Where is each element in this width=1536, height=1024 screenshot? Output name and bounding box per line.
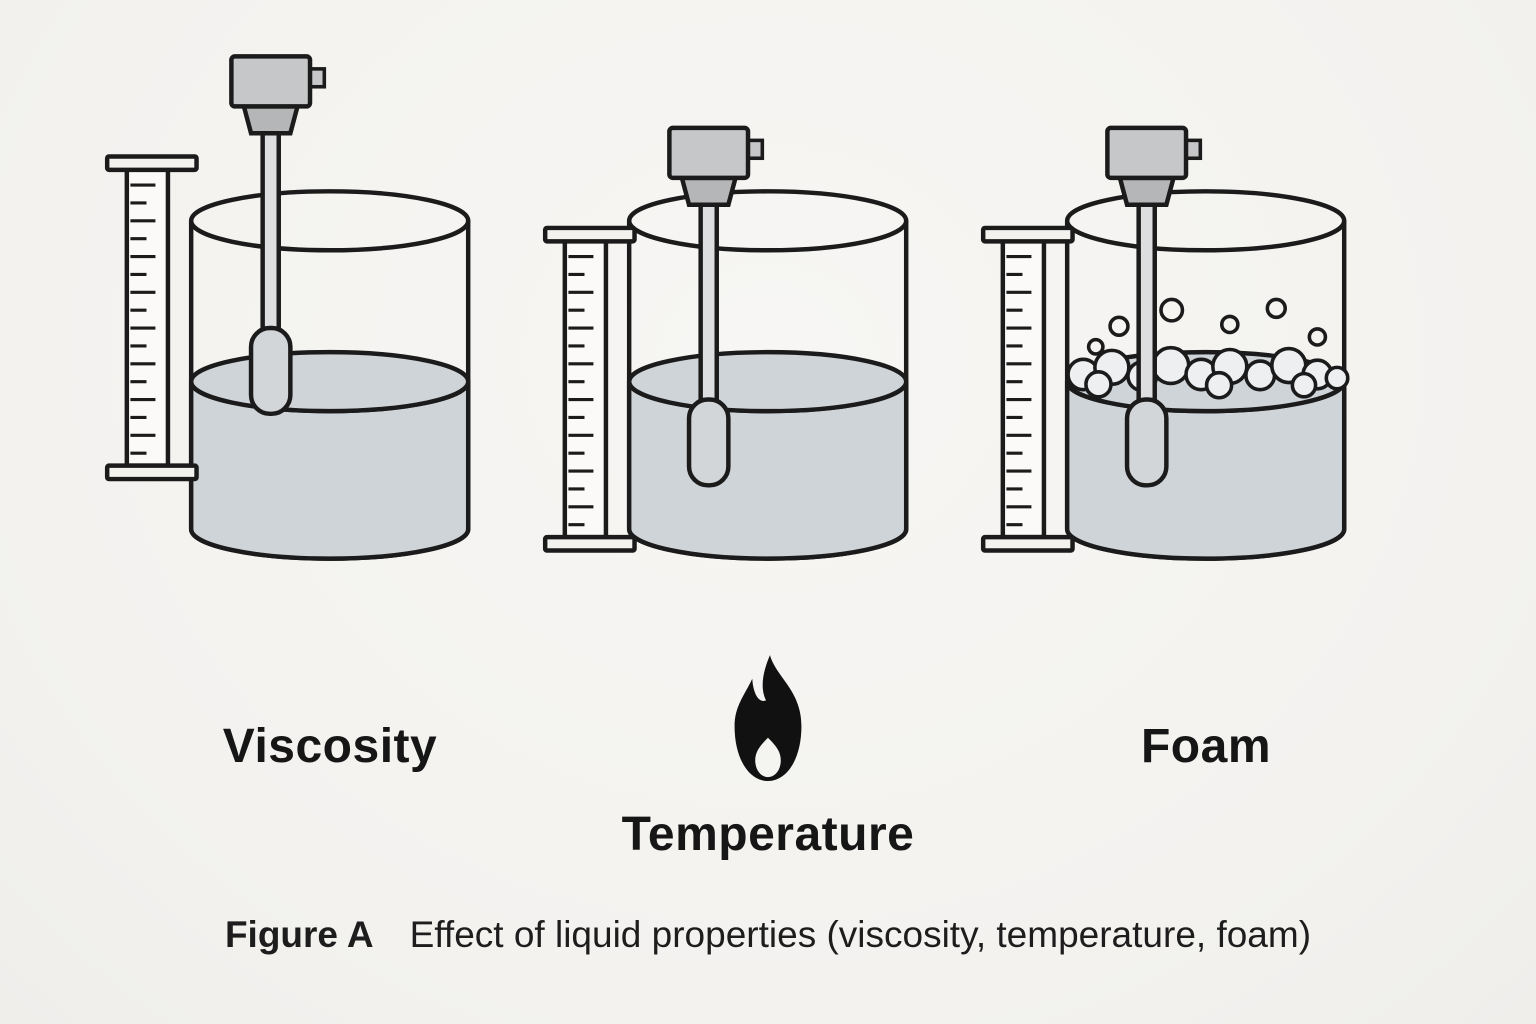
panel-foam: Foam <box>992 42 1420 862</box>
caption-tag: Figure A <box>224 914 374 955</box>
panel-label-foam: Foam <box>1140 720 1271 773</box>
flame-icon <box>734 655 802 782</box>
viscosity-beaker-illustration <box>75 42 495 623</box>
panel-temperature: Temperature <box>554 42 982 862</box>
caption-text: Effect of liquid properties (viscosity, … <box>409 914 1312 955</box>
foam-beaker-illustration <box>951 42 1350 623</box>
panel-label-viscosity: Viscosity <box>222 720 438 773</box>
panel-label-temperature: Temperature <box>621 808 915 861</box>
temperature-beaker-illustration <box>513 42 933 623</box>
panel-viscosity: Viscosity <box>116 42 544 862</box>
figure-caption: Figure A Effect of liquid properties (vi… <box>0 914 1536 956</box>
panels-row: Viscosity Temperature Foam <box>0 0 1420 862</box>
